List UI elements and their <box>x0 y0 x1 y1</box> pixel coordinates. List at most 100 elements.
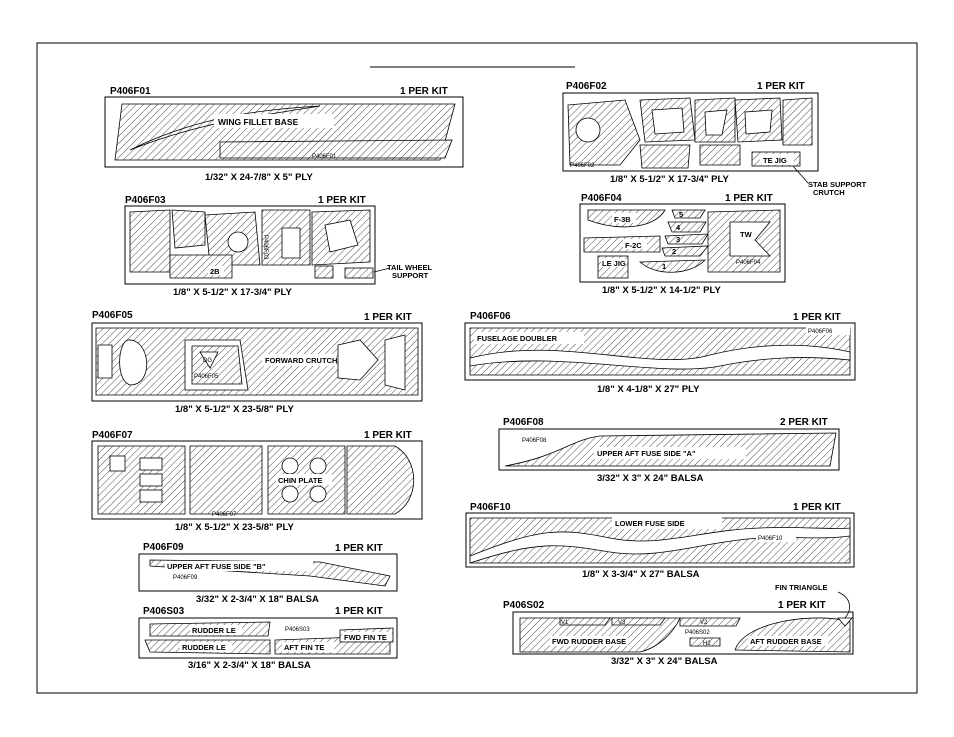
stock-dims: 3/32" X 3" X 24" BALSA <box>597 473 704 484</box>
stock-dims: 1/32" X 24-7/8" X 5" PLY <box>205 172 313 183</box>
stock-dims: 3/16" X 2-3/4" X 18" BALSA <box>188 660 311 671</box>
quantity: 1 PER KIT <box>364 430 412 441</box>
part-label: 2B <box>210 267 220 276</box>
part-label: F-2C <box>625 241 642 250</box>
former-part <box>129 209 171 273</box>
lightening-hole <box>744 109 773 135</box>
part-label: DG <box>203 358 212 364</box>
quantity: 1 PER KIT <box>725 193 773 204</box>
part-label: AFT FIN TE <box>284 643 324 652</box>
quantity: 1 PER KIT <box>793 312 841 323</box>
lightening-hole <box>309 485 327 503</box>
part-label: FWD FIN TE <box>344 633 387 642</box>
rib-2 <box>661 245 709 257</box>
stamp: P406F08 <box>522 438 547 444</box>
part-label: RUDDER LE <box>182 643 226 652</box>
part-label: FUSELAGE DOUBLER <box>477 334 558 343</box>
v2-part <box>679 617 741 627</box>
sheet-p406f09: P406F09 1 PER KIT UPPER AFT FUSE SIDE "B… <box>138 542 398 605</box>
callout-label: TAIL WHEEL SUPPORT <box>387 263 434 280</box>
cutout <box>199 351 219 369</box>
stamp: P406F03 <box>262 235 268 260</box>
part-label: LE JIG <box>602 259 626 268</box>
part-label: TW <box>740 230 753 239</box>
quantity: 1 PER KIT <box>778 600 826 611</box>
v3-part <box>611 617 666 626</box>
separation-cut <box>469 527 851 564</box>
stamp: P406S03 <box>285 627 310 633</box>
tail-wheel-block <box>314 265 334 279</box>
part-label: F-3B <box>614 215 631 224</box>
cutout <box>384 334 406 391</box>
part-label: UPPER AFT FUSE SIDE "B" <box>167 562 266 571</box>
callout-label: FIN TRIANGLE <box>775 583 828 592</box>
stamp: P406F09 <box>173 575 198 581</box>
stock-dims: 1/8" X 5-1/2" X 17-3/4" PLY <box>173 287 292 298</box>
wing-fillet-strip <box>219 139 453 159</box>
callout-leader <box>373 267 391 273</box>
quantity: 1 PER KIT <box>400 86 448 97</box>
part-number: P406F05 <box>92 310 133 321</box>
lightening-hole <box>324 219 359 253</box>
v1-part <box>559 617 611 626</box>
sheet-p406s02: P406S02 1 PER KIT V1 V3 V2 H2 FWD RUDDER… <box>503 583 854 667</box>
part-number: P406F06 <box>470 311 511 322</box>
page-border <box>36 42 918 694</box>
part-label: 2 <box>672 247 676 256</box>
part-number: P406S03 <box>143 606 185 617</box>
quantity: 1 PER KIT <box>364 312 412 323</box>
stamp: P406F04 <box>736 260 761 266</box>
stock-dims: 1/8" X 5-1/2" X 23-5/8" PLY <box>175 522 294 533</box>
sheet-p406f04: P406F04 1 PER KIT F-3B F-2C LE JIG 5 4 3… <box>579 193 786 296</box>
quantity: 1 PER KIT <box>335 606 383 617</box>
stamp: P406F01 <box>312 154 337 160</box>
quantity: 1 PER KIT <box>793 502 841 513</box>
part-number: P406F09 <box>143 542 184 553</box>
sheet-p406f03: P406F03 1 PER KIT 2B P406F03 TAIL WHEEL … <box>124 195 434 298</box>
quantity: 1 PER KIT <box>318 195 366 206</box>
f-2c-part <box>583 235 661 253</box>
sheet-p406s03: P406S03 1 PER KIT RUDDER LE RUDDER LE AF… <box>138 606 398 671</box>
callout-leader <box>837 591 850 619</box>
f-part <box>782 97 813 146</box>
former-part <box>171 209 206 249</box>
lightening-hole <box>309 457 327 475</box>
stamp: P406F02 <box>570 163 595 169</box>
lightening-hole <box>227 231 249 253</box>
part-label: RUDDER LE <box>192 626 236 635</box>
stock-dims: 1/8" X 5-1/2" X 14-1/2" PLY <box>602 285 721 296</box>
f-part <box>699 144 741 166</box>
cutout <box>97 344 113 379</box>
part-number: P406F03 <box>125 195 166 206</box>
lightening-hole <box>281 227 301 259</box>
part-label: WING FILLET BASE <box>218 117 299 127</box>
part-number: P406F02 <box>566 81 607 92</box>
stock-dims: 1/8" X 5-1/2" X 23-5/8" PLY <box>175 404 294 415</box>
part-label: H2 <box>703 641 711 647</box>
rib-1 <box>639 259 706 273</box>
part-number: P406F04 <box>581 193 622 204</box>
f-part <box>639 144 691 169</box>
part-number: P406F08 <box>503 417 544 428</box>
callout-leader <box>792 165 809 184</box>
stock-dims: 3/32" X 2-3/4" X 18" BALSA <box>196 594 319 605</box>
h2-part <box>689 637 721 647</box>
lightening-hole <box>281 485 299 503</box>
part-label: CHIN PLATE <box>278 476 322 485</box>
quantity: 2 PER KIT <box>780 417 828 428</box>
former-part <box>189 445 263 515</box>
part-label: 5 <box>679 210 683 219</box>
stock-dims: 1/8" X 5-1/2" X 17-3/4" PLY <box>610 174 729 185</box>
sheet-p406f01: P406F01 1 PER KIT WING FILLET BASE P406F… <box>104 86 464 183</box>
part-label: 1 <box>662 262 666 271</box>
part-label: 3 <box>676 235 680 244</box>
part-number: P406F01 <box>110 86 151 97</box>
tail-wheel-support <box>344 267 374 279</box>
callout-label: STAB SUPPORT CRUTCH <box>808 180 868 197</box>
lightening-hole <box>704 109 728 136</box>
rib-5 <box>671 209 706 219</box>
stamp: P406F05 <box>194 374 219 380</box>
part-label: FWD RUDDER BASE <box>552 637 626 646</box>
f-part <box>567 99 641 166</box>
